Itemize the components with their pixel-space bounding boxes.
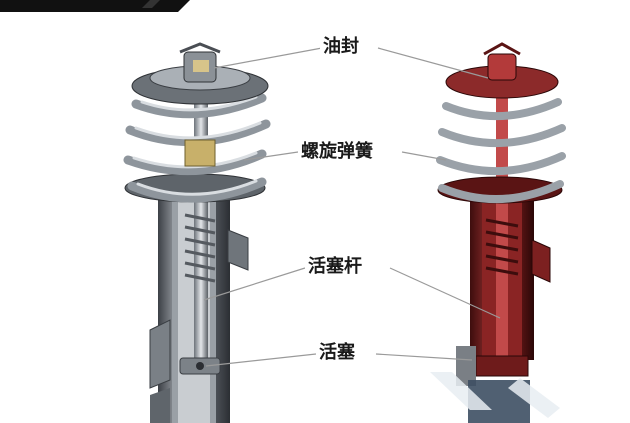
right-bracket xyxy=(531,239,551,283)
label-piston-rod: 活塞杆 xyxy=(305,256,365,278)
label-coil-spring: 螺旋弹簧 xyxy=(298,141,376,163)
corner-bar-icon xyxy=(0,0,190,12)
leader-rod-right xyxy=(389,267,501,319)
left-bracket-upper xyxy=(227,229,249,271)
label-oil-seal: 油封 xyxy=(320,36,362,58)
leader-oil-seal-right xyxy=(377,47,489,79)
leader-oil-seal-left xyxy=(213,47,323,69)
leader-spring-right xyxy=(401,151,447,161)
leader-spring-left xyxy=(243,151,299,161)
left-strut xyxy=(123,42,271,423)
right-piston-rod xyxy=(496,62,508,362)
leader-rod-left xyxy=(203,267,306,301)
right-strut xyxy=(436,42,566,386)
right-coil-spring xyxy=(436,98,566,203)
right-inner-spring xyxy=(485,218,519,276)
left-inner-spring xyxy=(184,213,216,283)
leader-piston-right xyxy=(375,353,473,361)
leader-lines xyxy=(203,47,501,367)
label-piston: 活塞 xyxy=(316,342,358,364)
left-bracket-lower xyxy=(149,319,171,389)
watermark-logo-icon xyxy=(430,372,560,423)
leader-piston-left xyxy=(205,353,317,367)
right-piston xyxy=(475,355,529,377)
right-oil-seal-housing xyxy=(487,53,517,81)
